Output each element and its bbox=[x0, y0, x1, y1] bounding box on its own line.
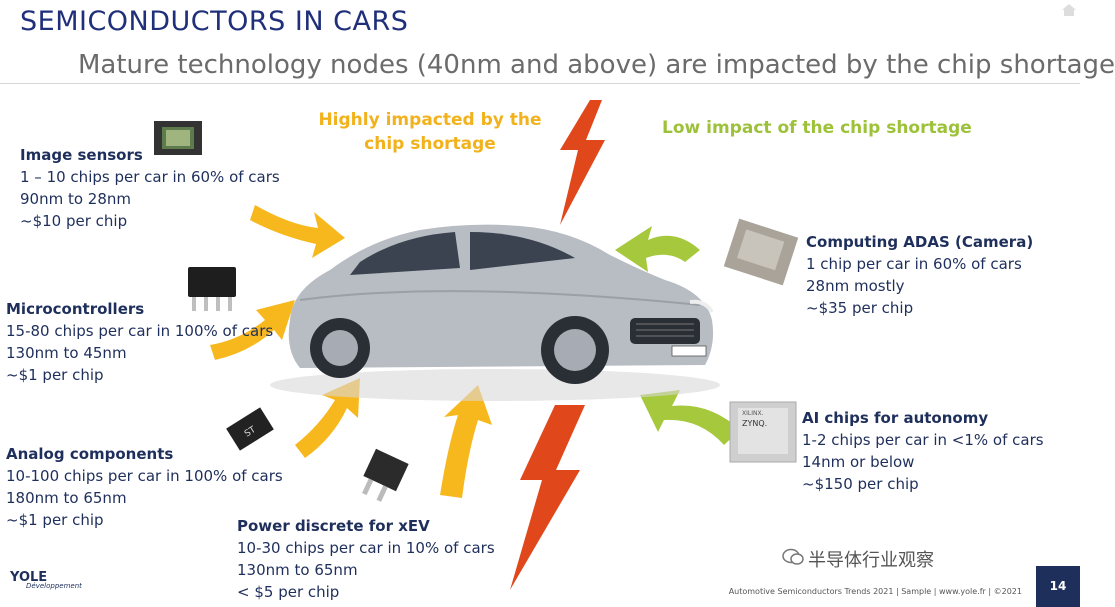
footer-text: Automotive Semiconductors Trends 2021 | … bbox=[728, 587, 1022, 596]
block-line: 15-80 chips per car in 100% of cars bbox=[6, 322, 274, 340]
block-title: Computing ADAS (Camera) bbox=[806, 233, 1034, 251]
microcontroller-chip-image bbox=[188, 267, 236, 311]
wechat-icon bbox=[782, 548, 804, 570]
block-line: 28nm mostly bbox=[806, 277, 905, 295]
block-line: 10-100 chips per car in 100% of cars bbox=[6, 467, 283, 485]
block-title: AI chips for autonomy bbox=[802, 409, 989, 427]
image-sensor-chip-image bbox=[154, 121, 202, 155]
block-ai-chips: AI chips for autonomy 1-2 chips per car … bbox=[802, 407, 1044, 495]
page-number: 14 bbox=[1036, 566, 1080, 607]
arrow-analog-icon bbox=[295, 378, 360, 458]
block-line: ~$1 per chip bbox=[6, 511, 104, 529]
main-graphic: ST bbox=[154, 100, 799, 590]
ai-chip-brand: XILINX. bbox=[742, 410, 764, 417]
watermark-text: 半导体行业观察 bbox=[808, 550, 934, 571]
block-line: ~$1 per chip bbox=[6, 366, 104, 384]
arrow-microcontrollers-icon bbox=[210, 300, 295, 360]
block-line: 130nm to 45nm bbox=[6, 344, 127, 362]
arrow-power-icon bbox=[440, 385, 492, 498]
ai-chip-image bbox=[729, 401, 797, 463]
power-discrete-chip-image bbox=[362, 448, 409, 502]
block-adas: Computing ADAS (Camera) 1 chip per car i… bbox=[806, 231, 1033, 319]
block-line: 1 chip per car in 60% of cars bbox=[806, 255, 1022, 273]
slide-title: SEMICONDUCTORS IN CARS bbox=[20, 6, 409, 37]
ai-chip-model: ZYNQ. bbox=[742, 419, 768, 428]
arrow-image-sensors-icon bbox=[250, 205, 345, 258]
block-line: < $5 per chip bbox=[237, 583, 340, 601]
car-image bbox=[270, 224, 720, 401]
block-title: Microcontrollers bbox=[6, 300, 145, 318]
block-line: 130nm to 65nm bbox=[237, 561, 358, 579]
block-line: 1 – 10 chips per car in 60% of cars bbox=[20, 168, 280, 186]
lightning-bolt-top-icon bbox=[560, 100, 605, 225]
home-icon[interactable] bbox=[1060, 2, 1078, 16]
block-title: Power discrete for xEV bbox=[237, 517, 430, 535]
block-line: 1-2 chips per car in <1% of cars bbox=[802, 431, 1044, 449]
block-line: 10-30 chips per car in 10% of cars bbox=[237, 539, 495, 557]
block-image-sensors: Image sensors 1 – 10 chips per car in 60… bbox=[20, 144, 280, 232]
label-highly-impacted: Highly impacted by the chip shortage bbox=[318, 110, 542, 154]
block-line: 180nm to 65nm bbox=[6, 489, 127, 507]
block-microcontrollers: Microcontrollers 15-80 chips per car in … bbox=[6, 298, 273, 386]
logo-sub: Développement bbox=[26, 582, 82, 590]
block-line: 14nm or below bbox=[802, 453, 915, 471]
label-low-impact: Low impact of the chip shortage bbox=[662, 118, 972, 138]
yole-logo: YOLE Développement bbox=[10, 570, 82, 590]
lightning-bolt-bottom-icon bbox=[510, 405, 585, 590]
block-line: ~$150 per chip bbox=[802, 475, 919, 493]
block-analog: Analog components 10-100 chips per car i… bbox=[6, 443, 283, 531]
analog-chip-image: ST bbox=[226, 407, 274, 451]
slide-subtitle: Mature technology nodes (40nm and above)… bbox=[78, 50, 1115, 80]
block-title: Analog components bbox=[6, 445, 174, 463]
adas-chip-image bbox=[723, 218, 799, 286]
block-line: ~$10 per chip bbox=[20, 212, 128, 230]
block-power-discrete: Power discrete for xEV 10-30 chips per c… bbox=[237, 515, 495, 603]
block-title: Image sensors bbox=[20, 146, 143, 164]
block-line: 90nm to 28nm bbox=[20, 190, 132, 208]
logo-main: YOLE bbox=[10, 570, 48, 585]
arrow-ai-icon bbox=[640, 390, 740, 445]
arrow-adas-icon bbox=[615, 226, 700, 272]
block-line: ~$35 per chip bbox=[806, 299, 914, 317]
title-divider bbox=[0, 83, 1080, 84]
